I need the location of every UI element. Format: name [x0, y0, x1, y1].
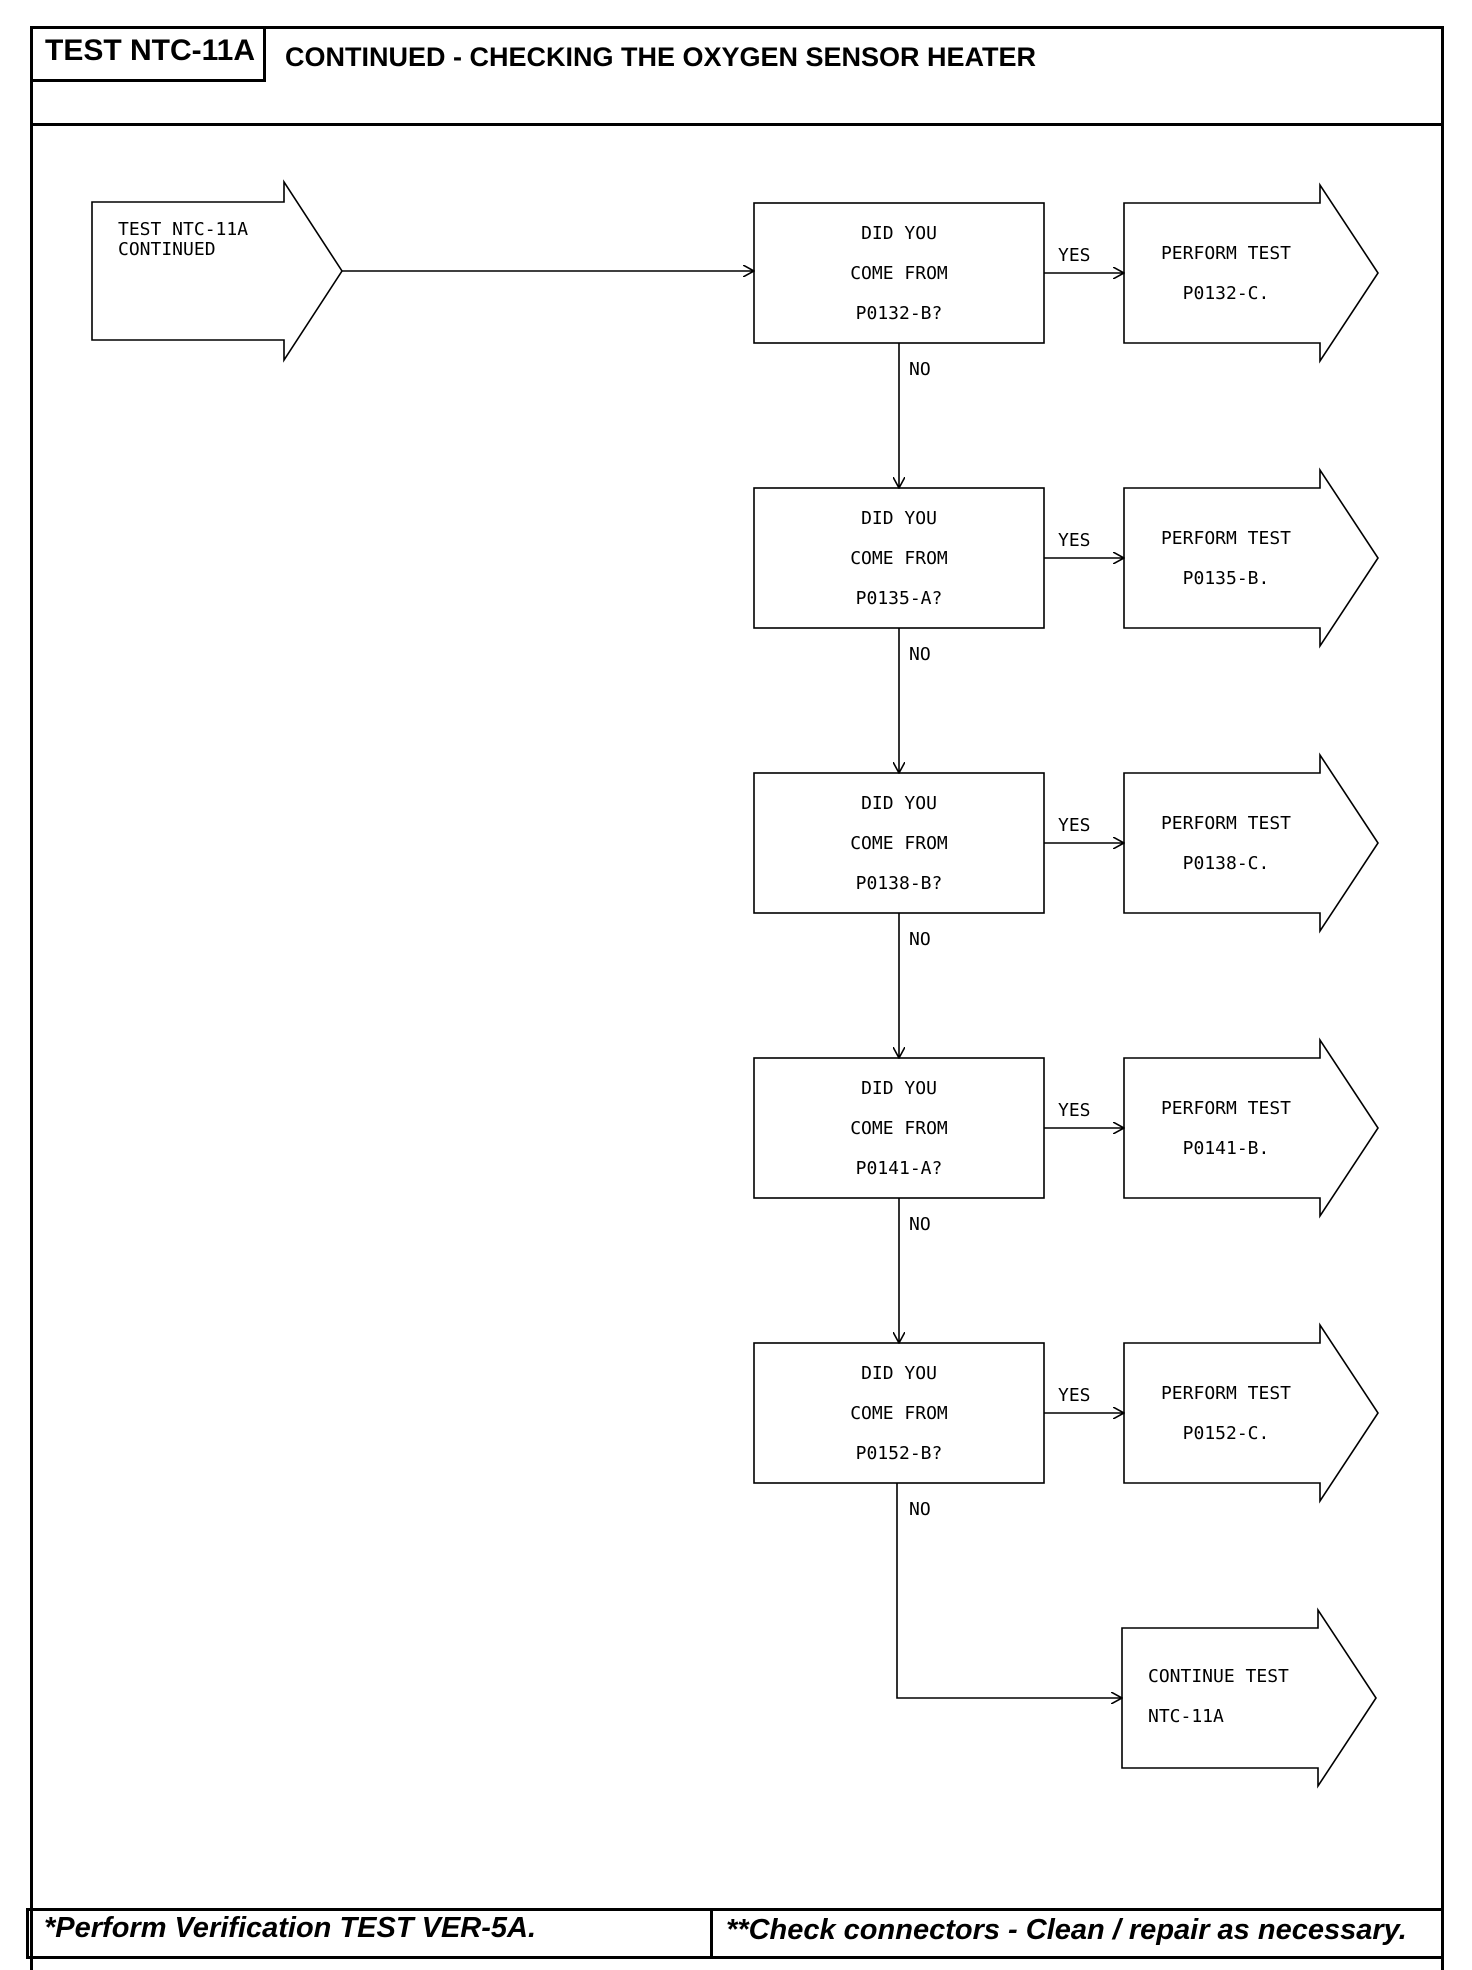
start-arrow-shape — [91, 179, 343, 363]
action-5-line-1: PERFORM TEST — [1161, 1383, 1291, 1404]
action-1-line-1: PERFORM TEST — [1161, 243, 1291, 264]
footer-divider — [710, 1908, 713, 1956]
action-5-line-2: P0152-C. — [1183, 1423, 1270, 1444]
action-2-line-1: PERFORM TEST — [1161, 528, 1291, 549]
footer-bottom-rule — [26, 1956, 1444, 1959]
decision-1-line-2: COME FROM — [850, 263, 948, 284]
action-arrow-shape-2 — [1123, 467, 1379, 649]
footer-verification-note: *Perform Verification TEST VER-5A. — [44, 1912, 537, 1944]
final-line-2: NTC-11A — [1148, 1706, 1224, 1727]
action-arrow-shape-3 — [1123, 752, 1379, 934]
decision-3-line-1: DID YOU — [861, 793, 937, 814]
yes-label-1: YES — [1058, 245, 1091, 266]
start-line-2: CONTINUED — [118, 239, 216, 260]
no-label-5: NO — [909, 1499, 931, 1520]
action-arrow-shape-5 — [1123, 1322, 1379, 1504]
decision-4-line-2: COME FROM — [850, 1118, 948, 1139]
no-label-1: NO — [909, 359, 931, 380]
decision-2-line-1: DID YOU — [861, 508, 937, 529]
no-label-2: NO — [909, 644, 931, 665]
decision-4-line-1: DID YOU — [861, 1078, 937, 1099]
footer-connector-note: **Check connectors - Clean / repair as n… — [726, 1914, 1407, 1946]
footer-bar — [26, 1908, 1444, 1958]
decision-2-line-3: P0135-A? — [856, 588, 943, 609]
no-label-3: NO — [909, 929, 931, 950]
yes-label-4: YES — [1058, 1100, 1091, 1121]
decision-1-line-3: P0132-B? — [856, 303, 943, 324]
yes-label-3: YES — [1058, 815, 1091, 836]
final-arrow-shape — [1121, 1607, 1377, 1789]
no-label-4: NO — [909, 1214, 931, 1235]
yes-label-5: YES — [1058, 1385, 1091, 1406]
final-line-1: CONTINUE TEST — [1148, 1666, 1289, 1687]
decision-5-line-3: P0152-B? — [856, 1443, 943, 1464]
action-2-line-2: P0135-B. — [1183, 568, 1270, 589]
final-connector — [896, 1483, 1122, 1698]
decision-5-line-2: COME FROM — [850, 1403, 948, 1424]
test-id-box — [30, 26, 266, 82]
action-arrow-shape-1 — [1123, 182, 1379, 364]
decision-3-line-2: COME FROM — [850, 833, 948, 854]
yes-label-2: YES — [1058, 530, 1091, 551]
action-3-line-2: P0138-C. — [1183, 853, 1270, 874]
action-4-line-2: P0141-B. — [1183, 1138, 1270, 1159]
action-3-line-1: PERFORM TEST — [1161, 813, 1291, 834]
decision-4-line-3: P0141-A? — [856, 1158, 943, 1179]
test-id-label: TEST NTC-11A — [45, 34, 256, 67]
start-line-1: TEST NTC-11A — [118, 219, 248, 240]
action-arrow-shape-4 — [1123, 1037, 1379, 1219]
page-title: CONTINUED - CHECKING THE OXYGEN SENSOR H… — [285, 42, 1037, 72]
action-4-line-1: PERFORM TEST — [1161, 1098, 1291, 1119]
decision-5-line-1: DID YOU — [861, 1363, 937, 1384]
decision-2-line-2: COME FROM — [850, 548, 948, 569]
decision-1-line-1: DID YOU — [861, 223, 937, 244]
decision-3-line-3: P0138-B? — [856, 873, 943, 894]
action-1-line-2: P0132-C. — [1183, 283, 1270, 304]
